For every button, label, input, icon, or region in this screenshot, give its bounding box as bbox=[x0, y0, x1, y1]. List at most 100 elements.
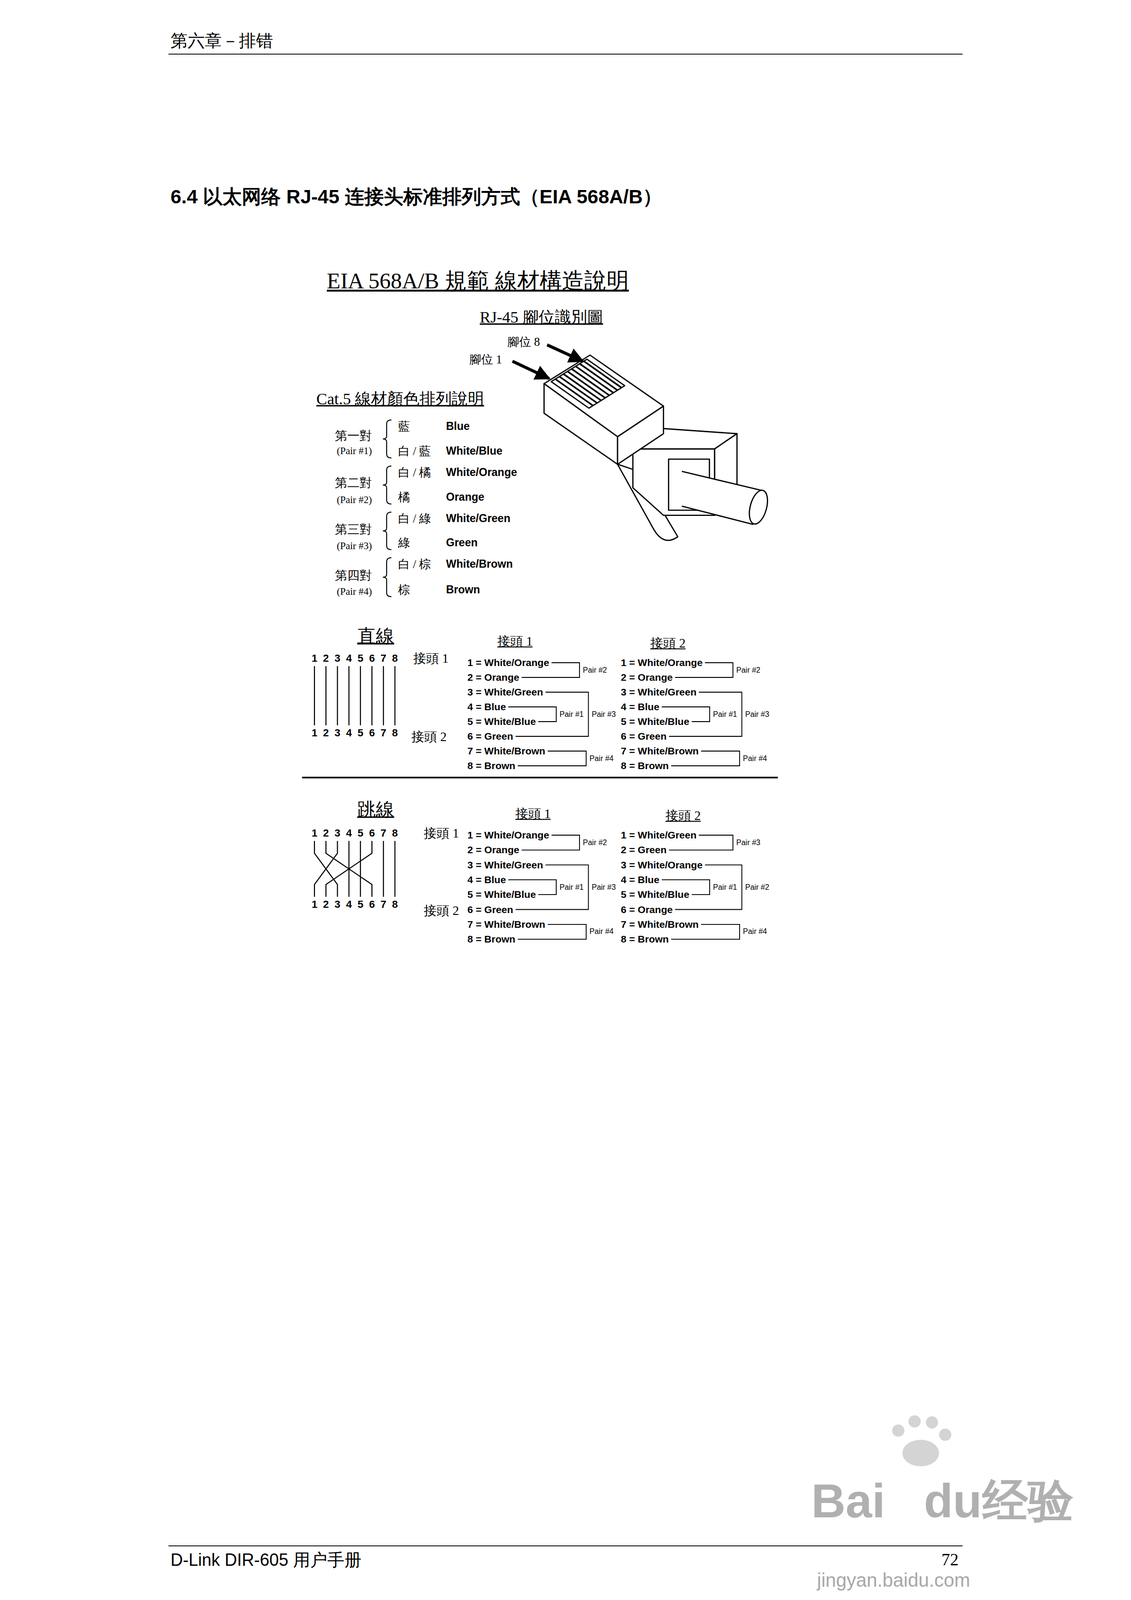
pair-label: Pair #3 bbox=[744, 709, 771, 719]
pin-assignment: 4 = Blue bbox=[467, 873, 506, 886]
pin-number: 7 bbox=[380, 652, 387, 665]
pin-number: 2 bbox=[323, 652, 329, 665]
color-name: 橘 bbox=[398, 490, 410, 505]
pair-label: Pair #3 bbox=[590, 709, 618, 719]
table-heading: 接頭 2 bbox=[665, 807, 701, 824]
pin-callout: 腳位 8 bbox=[507, 334, 541, 350]
pin-wire bbox=[382, 665, 384, 726]
pair-number: (Pair #3) bbox=[336, 540, 372, 552]
brace bbox=[382, 557, 392, 597]
pair-label: Pair #4 bbox=[741, 753, 769, 763]
pin-assignment: 4 = Blue bbox=[620, 873, 660, 886]
pin-number: 5 bbox=[357, 898, 364, 911]
pin-number: 1 bbox=[311, 898, 318, 911]
pin-assignment: 4 = Blue bbox=[620, 700, 660, 713]
pin-number: 1 bbox=[311, 826, 318, 840]
pin-assignment: 6 = Orange bbox=[620, 903, 673, 916]
pin-assignment: 5 = White/Blue bbox=[467, 715, 536, 728]
color-name: White/Orange bbox=[446, 465, 518, 480]
table-heading: 接頭 2 bbox=[650, 635, 686, 651]
pin-number: 5 bbox=[357, 726, 364, 740]
pin-number: 2 bbox=[323, 898, 329, 911]
pin-callout: 腳位 1 bbox=[469, 352, 503, 367]
pin-number: 4 bbox=[345, 652, 352, 665]
pin-assignment: 6 = Green bbox=[467, 730, 514, 742]
pair-label: Pair #4 bbox=[588, 927, 615, 937]
connector-label: 接頭 1 bbox=[423, 825, 459, 841]
pair-bracket bbox=[515, 692, 589, 737]
footer-rule bbox=[168, 1545, 963, 1547]
pin-number: 8 bbox=[391, 652, 398, 665]
section-title: 直線 bbox=[357, 625, 395, 648]
color-name: 藍 bbox=[398, 419, 410, 434]
pin-wire bbox=[325, 665, 327, 726]
color-name: White/Green bbox=[446, 512, 511, 526]
running-header: 第六章－排错 bbox=[170, 30, 274, 51]
pin-assignment: 2 = Orange bbox=[467, 671, 520, 684]
contacts bbox=[555, 361, 622, 406]
pin-assignment: 1 = White/Orange bbox=[620, 656, 703, 669]
pin-wire bbox=[325, 840, 372, 897]
pair-bracket bbox=[515, 864, 589, 910]
brace bbox=[382, 512, 392, 550]
pair-label: Pair #4 bbox=[588, 753, 615, 763]
pin-wire bbox=[348, 665, 350, 726]
pin-assignment: 7 = White/Brown bbox=[620, 918, 699, 931]
pair-label: Pair #2 bbox=[581, 837, 609, 847]
page-heading: 6.4 以太网络 RJ-45 连接头标准排列方式（EIA 568A/B） bbox=[170, 185, 663, 209]
color-name: White/Blue bbox=[446, 444, 503, 458]
pin-assignment: 8 = Brown bbox=[620, 933, 669, 946]
pair-label: Pair #2 bbox=[735, 665, 762, 675]
pair-label: Pair #1 bbox=[558, 882, 585, 892]
pin-assignment: 3 = White/Green bbox=[620, 685, 697, 698]
page-number: 72 bbox=[941, 1549, 959, 1570]
pin-assignment: 1 = White/Green bbox=[620, 828, 697, 841]
pin-number: 3 bbox=[334, 826, 341, 840]
pin-number: 5 bbox=[357, 826, 364, 840]
pin-assignment: 3 = White/Green bbox=[467, 685, 543, 698]
pin-number: 6 bbox=[369, 826, 375, 840]
pin-number: 5 bbox=[357, 652, 364, 665]
pin-assignment: 8 = Brown bbox=[620, 759, 669, 772]
pin-number: 8 bbox=[391, 826, 398, 840]
pin-assignment: 2 = Orange bbox=[620, 671, 673, 684]
section-title: 跳線 bbox=[357, 798, 395, 821]
pair-name: 第二對 bbox=[334, 475, 372, 491]
pair-label: Pair #4 bbox=[741, 927, 769, 937]
cable-end bbox=[746, 488, 771, 526]
pair-label: Pair #1 bbox=[558, 709, 585, 719]
pair-number: (Pair #1) bbox=[336, 445, 372, 457]
diagram-title: EIA 568A/B 規範 線材構造說明 bbox=[326, 267, 629, 295]
divider-rule bbox=[302, 776, 778, 779]
pair-name: 第一對 bbox=[334, 428, 372, 444]
pin-wire bbox=[360, 840, 362, 897]
figure-title: RJ-45 腳位識別圖 bbox=[479, 307, 604, 328]
pin-wire bbox=[336, 665, 338, 726]
color-name: Brown bbox=[446, 583, 481, 597]
pin-number: 7 bbox=[380, 826, 387, 840]
color-name: 白 / 棕 bbox=[398, 557, 431, 572]
pin-number: 4 bbox=[345, 726, 352, 740]
color-name: Orange bbox=[446, 490, 485, 504]
plug-end bbox=[617, 406, 664, 465]
pin-assignment: 1 = White/Orange bbox=[467, 656, 550, 669]
pin-assignment: 1 = White/Orange bbox=[467, 828, 550, 841]
watermark-paw bbox=[892, 1415, 952, 1466]
watermark: jingyan.baidu.com bbox=[817, 1568, 970, 1592]
pin-assignment: 8 = Brown bbox=[467, 933, 516, 946]
pin-number: 6 bbox=[369, 898, 375, 911]
pair-number: (Pair #4) bbox=[336, 585, 372, 598]
pair-bracket bbox=[668, 692, 742, 737]
pin-assignment: 2 = Orange bbox=[467, 844, 520, 856]
watermark: du bbox=[923, 1472, 982, 1530]
pin-assignment: 7 = White/Brown bbox=[467, 918, 546, 931]
pin-assignment: 2 = Green bbox=[620, 844, 667, 856]
pin-number: 7 bbox=[380, 726, 387, 740]
watermark: 经验 bbox=[982, 1473, 1074, 1528]
color-name: Green bbox=[446, 536, 478, 550]
pin-wire bbox=[394, 665, 396, 726]
pin-wire bbox=[313, 665, 315, 726]
header-rule bbox=[168, 53, 963, 55]
